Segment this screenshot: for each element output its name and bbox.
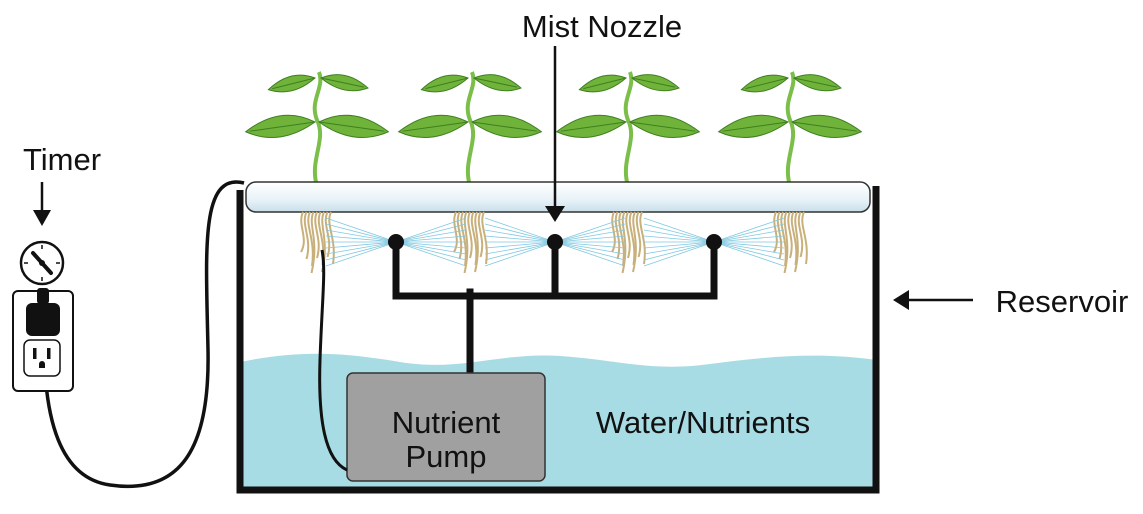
- mist-line: [484, 241, 556, 255]
- mist-line: [325, 223, 397, 243]
- mist-line: [643, 241, 715, 249]
- mist-line: [554, 241, 626, 267]
- reservoir-tank: [236, 186, 880, 494]
- timer-dial-icon: [19, 240, 65, 286]
- plant: [717, 71, 863, 192]
- mist-line: [643, 235, 715, 243]
- pump-cord: [318, 249, 348, 472]
- mist-line: [643, 223, 715, 243]
- leaf: [397, 114, 469, 138]
- mist-nozzle-icon: [706, 234, 722, 250]
- mist-line: [554, 223, 626, 243]
- timer-label: Timer: [23, 142, 101, 177]
- mist-line: [554, 241, 626, 255]
- mist-line: [484, 241, 556, 267]
- timer-arrowhead: [33, 210, 51, 226]
- reservoir-label: Reservoir: [996, 284, 1129, 319]
- stem: [312, 71, 323, 187]
- mist-line: [395, 217, 467, 243]
- pump-label-line1: Nutrient: [392, 405, 501, 440]
- pump-label-line2: Pump: [406, 439, 487, 474]
- mist-line: [325, 241, 397, 261]
- mist-line: [395, 223, 467, 243]
- leaf: [244, 114, 316, 138]
- mist-line: [713, 235, 785, 243]
- mist-line: [325, 241, 397, 255]
- mist-line: [325, 241, 397, 249]
- power-cord: [42, 180, 245, 489]
- mist-line: [395, 235, 467, 243]
- mist-line: [395, 229, 467, 243]
- distribution-pipes: [392, 238, 718, 378]
- stem: [623, 71, 634, 187]
- mist-nozzle-icon: [547, 234, 563, 250]
- leaf: [471, 114, 543, 138]
- leaf: [791, 114, 863, 138]
- mist-line: [713, 241, 785, 249]
- mist-line: [713, 241, 785, 261]
- mist-line: [643, 241, 715, 267]
- leaf: [717, 114, 789, 138]
- root-bundle: [453, 211, 488, 274]
- mist-line: [395, 241, 467, 255]
- plant: [397, 71, 543, 192]
- root-bundle: [300, 211, 335, 274]
- mist-line: [554, 241, 626, 261]
- mist-line: [484, 241, 556, 249]
- mist-line: [325, 217, 397, 243]
- mist-nozzles: [388, 234, 722, 250]
- mist-line: [554, 217, 626, 243]
- nutrient-pump: [346, 372, 546, 482]
- mist-line: [713, 241, 785, 267]
- leaf: [318, 114, 390, 138]
- mist-line: [713, 241, 785, 255]
- mist-nozzle-icon: [388, 234, 404, 250]
- mist-line: [643, 241, 715, 255]
- reservoir-arrowhead: [893, 290, 909, 310]
- mist-line: [554, 241, 626, 249]
- mist-line: [713, 217, 785, 243]
- mist-nozzle-label: Mist Nozzle: [522, 9, 682, 44]
- plant: [555, 71, 701, 192]
- arrows: [33, 46, 973, 310]
- mist-line: [325, 235, 397, 243]
- mist-line: [484, 217, 556, 243]
- mist-line: [484, 235, 556, 243]
- mist-line: [713, 229, 785, 243]
- mist-line: [395, 241, 467, 261]
- water-nutrients-label: Water/Nutrients: [596, 405, 810, 440]
- mist-line: [484, 241, 556, 261]
- mist-line: [395, 241, 467, 267]
- mist-nozzle-arrowhead: [545, 206, 565, 222]
- mist-line: [395, 241, 467, 249]
- mist-line: [554, 229, 626, 243]
- mist-line: [325, 241, 397, 267]
- mist-line: [325, 229, 397, 243]
- power-plug: [26, 288, 60, 336]
- leaf: [629, 114, 701, 138]
- mist-line: [484, 223, 556, 243]
- mist-line: [554, 235, 626, 243]
- mist-line: [713, 223, 785, 243]
- plants-group: [244, 71, 863, 192]
- mist-line: [484, 229, 556, 243]
- stem: [785, 71, 796, 187]
- stem: [465, 71, 476, 187]
- mist-line: [643, 217, 715, 243]
- roots-group: [300, 211, 808, 274]
- plant: [244, 71, 390, 192]
- mist-line: [643, 229, 715, 243]
- mist-spray-group: [325, 217, 785, 267]
- leaf: [555, 114, 627, 138]
- mist-line: [643, 241, 715, 261]
